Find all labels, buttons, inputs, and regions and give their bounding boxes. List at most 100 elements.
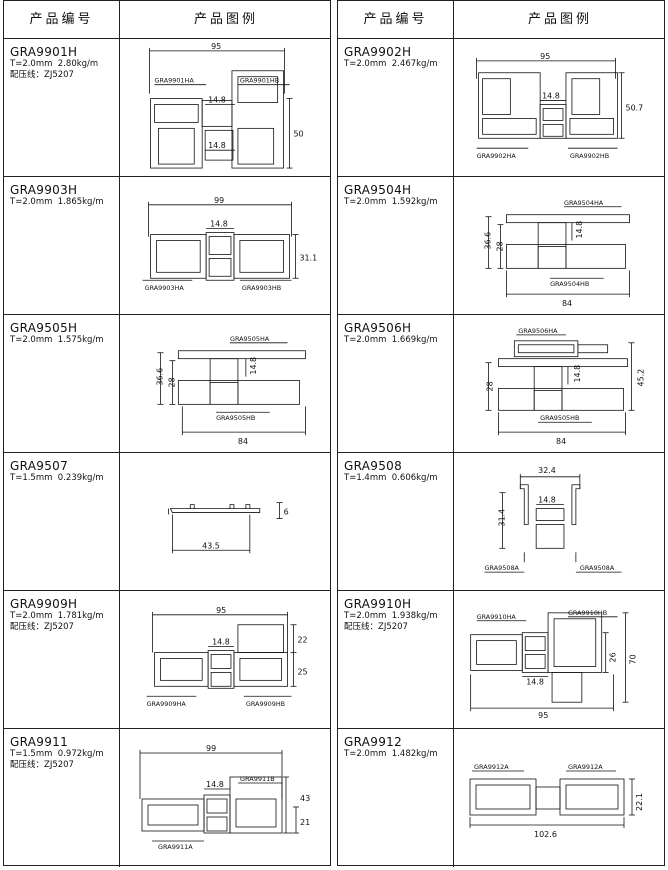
table-row: GRA9507 T=1.5mm 0.239kg/m 6 43.5 bbox=[4, 453, 330, 591]
dim-height: 28 bbox=[167, 377, 176, 387]
part-label: GRA9504HA bbox=[564, 199, 604, 207]
table-row: GRA9902H T=2.0mm 2.467kg/m 95 14.8 50.7 … bbox=[338, 39, 664, 177]
dim-glazing: 14.8 bbox=[212, 638, 230, 647]
dim-height: 43 bbox=[300, 794, 310, 803]
dim-width: 84 bbox=[562, 299, 572, 308]
product-code: GRA9902H bbox=[344, 45, 412, 59]
dim-width: 95 bbox=[216, 606, 226, 615]
product-spec: T=2.0mm 1.865kg/m bbox=[10, 197, 104, 207]
header-product-drawing: 产品图例 bbox=[527, 12, 592, 27]
dim-height: 36.6 bbox=[484, 232, 493, 250]
pressing-line: 配压线：ZJ5207 bbox=[10, 622, 74, 632]
part-label: GRA9901HA bbox=[155, 77, 195, 85]
dim-glazing: 14.8 bbox=[249, 357, 258, 375]
profile-drawing: 99 14.8 31.1 GRA9903HA GRA9903HB bbox=[142, 196, 317, 292]
dim-width: 95 bbox=[211, 42, 221, 51]
header-product-code: 产品编号 bbox=[338, 1, 454, 39]
product-code: GRA9909H bbox=[10, 597, 78, 611]
drawing-cell: 28 14.8 45.2 84 GRA9506HA GRA9505HB bbox=[454, 315, 666, 452]
part-label: GRA9910HA bbox=[477, 613, 517, 621]
dim-height: 26 bbox=[609, 652, 618, 662]
table-row: GRA9912 T=2.0mm 1.482kg/m 22.1 102.6 GRA… bbox=[338, 729, 664, 867]
dim-height: 25 bbox=[297, 667, 307, 676]
table-row: GRA9505H T=2.0mm 1.575kg/m 36.6 28 14.8 bbox=[4, 315, 330, 453]
part-label: GRA9903HB bbox=[242, 284, 281, 292]
dim-glazing: 14.8 bbox=[526, 677, 544, 686]
dim-width: 99 bbox=[214, 196, 224, 205]
profile-drawing: 36.6 28 14.8 84 GRA9504HA GRA9504HB bbox=[484, 199, 630, 308]
dim-height: 28 bbox=[485, 381, 494, 391]
dim-height: 45.2 bbox=[636, 369, 645, 387]
product-code: GRA9504H bbox=[344, 183, 412, 197]
part-label: GRA9909HA bbox=[147, 700, 187, 708]
product-code: GRA9505H bbox=[10, 321, 78, 335]
code-cell: GRA9901H T=2.0mm 2.80kg/m 配压线：ZJ5207 bbox=[4, 39, 120, 176]
code-cell: GRA9909H T=2.0mm 1.781kg/m 配压线：ZJ5207 bbox=[4, 591, 120, 728]
dim-width: 32.4 bbox=[538, 466, 556, 475]
product-spec: T=2.0mm 1.592kg/m bbox=[344, 197, 438, 207]
product-code: GRA9507 bbox=[10, 459, 68, 473]
part-label: GRA9901HB bbox=[240, 77, 279, 85]
dim-glazing: 14.8 bbox=[208, 96, 226, 105]
dim-height: 6 bbox=[284, 508, 289, 517]
dim-glazing: 14.8 bbox=[210, 220, 228, 229]
part-label: GRA9903HA bbox=[145, 284, 185, 292]
part-label: GRA9912A bbox=[474, 763, 509, 771]
drawing-cell: 22.1 102.6 GRA9912A GRA9912A bbox=[454, 729, 666, 867]
product-spec: T=1.5mm 0.239kg/m bbox=[10, 473, 104, 483]
table-row: GRA9903H T=2.0mm 1.865kg/m 99 14.8 31.1 … bbox=[4, 177, 330, 315]
product-spec: T=2.0mm 1.482kg/m bbox=[344, 749, 438, 759]
dim-glazing: 14.8 bbox=[208, 141, 226, 150]
product-spec: T=2.0mm 1.781kg/m bbox=[10, 611, 104, 621]
drawing-cell: 99 14.8 31.1 GRA9903HA GRA9903HB bbox=[120, 177, 332, 314]
code-cell: GRA9504H T=2.0mm 1.592kg/m bbox=[338, 177, 454, 314]
dim-glazing: 14.8 bbox=[573, 365, 582, 383]
dim-height: 70 bbox=[628, 654, 637, 664]
code-cell: GRA9910H T=2.0mm 1.938kg/m 配压线：ZJ5207 bbox=[338, 591, 454, 728]
part-label: GRA9505HB bbox=[540, 414, 579, 422]
right-sheet: 产品编号 产品图例 GRA9902H T=2.0mm 2.467kg/m 95 bbox=[337, 0, 666, 867]
dim-glazing: 14.8 bbox=[575, 221, 584, 239]
part-label: GRA9902HB bbox=[570, 152, 609, 160]
dim-height: 22 bbox=[297, 636, 307, 645]
dim-height: 28 bbox=[495, 241, 504, 251]
part-label: GRA9505HB bbox=[216, 414, 255, 422]
product-code: GRA9901H bbox=[10, 45, 78, 59]
table-header: 产品编号 产品图例 bbox=[338, 1, 664, 39]
left-sheet: 产品编号 产品图例 GRA9901H T=2.0mm 2.80kg/m 配压线：… bbox=[3, 0, 332, 867]
dim-width: 95 bbox=[538, 711, 548, 720]
table-row: GRA9910H T=2.0mm 1.938kg/m 配压线：ZJ5207 26 bbox=[338, 591, 664, 729]
drawing-cell: 95 14.8 14.8 50 GRA9901HA GRA9901HB bbox=[120, 39, 332, 176]
dim-glazing: 14.8 bbox=[542, 92, 560, 101]
product-spec: T=2.0mm 2.80kg/m bbox=[10, 59, 99, 69]
part-label: GRA9911B bbox=[240, 775, 275, 783]
code-cell: GRA9912 T=2.0mm 1.482kg/m bbox=[338, 729, 454, 867]
part-label: GRA9508A bbox=[580, 564, 615, 572]
drawing-cell: 95 14.8 50.7 GRA9902HA GRA9902HB bbox=[454, 39, 666, 176]
drawing-cell: 36.6 28 14.8 84 GRA9504HA GRA9504HB bbox=[454, 177, 666, 314]
code-cell: GRA9903H T=2.0mm 1.865kg/m bbox=[4, 177, 120, 314]
dim-width: 43.5 bbox=[202, 541, 220, 550]
profile-drawing: 32.4 14.8 31.4 GRA9508A GRA9508A bbox=[485, 466, 622, 573]
product-spec: T=2.0mm 1.669kg/m bbox=[344, 335, 438, 345]
profile-drawing: 22.1 102.6 GRA9912A GRA9912A bbox=[469, 763, 644, 839]
part-label: GRA9504HB bbox=[550, 280, 589, 288]
drawing-cell: 95 14.8 22 25 GRA9909HA GRA9909HB bbox=[120, 591, 332, 728]
profile-drawing: 95 14.8 14.8 50 GRA9901HA GRA9901HB bbox=[149, 42, 304, 169]
header-product-drawing: 产品图例 bbox=[193, 12, 258, 27]
dim-width: 102.6 bbox=[534, 830, 557, 839]
drawing-cell: 99 14.8 43 21 GRA9911B GRA9911A bbox=[120, 729, 332, 867]
product-code: GRA9506H bbox=[344, 321, 412, 335]
code-cell: GRA9506H T=2.0mm 1.669kg/m bbox=[338, 315, 454, 452]
table-row: GRA9911 T=1.5mm 0.972kg/m 配压线：ZJ5207 99 … bbox=[4, 729, 330, 867]
drawing-cell: 32.4 14.8 31.4 GRA9508A GRA9508A bbox=[454, 453, 666, 590]
product-code: GRA9911 bbox=[10, 735, 68, 749]
profile-drawing: 28 14.8 45.2 84 GRA9506HA GRA9505HB bbox=[485, 327, 645, 446]
part-label: GRA9911A bbox=[158, 843, 193, 851]
profile-drawing: 95 14.8 50.7 GRA9902HA GRA9902HB bbox=[476, 52, 643, 160]
table-row: GRA9504H T=2.0mm 1.592kg/m 36.6 28 14.8 bbox=[338, 177, 664, 315]
dim-height: 21 bbox=[300, 818, 310, 827]
drawing-cell: 26 70 14.8 95 GRA9910HA GRA9910HB bbox=[454, 591, 666, 728]
dim-height: 22.1 bbox=[635, 793, 644, 811]
part-label: GRA9909HB bbox=[246, 700, 285, 708]
